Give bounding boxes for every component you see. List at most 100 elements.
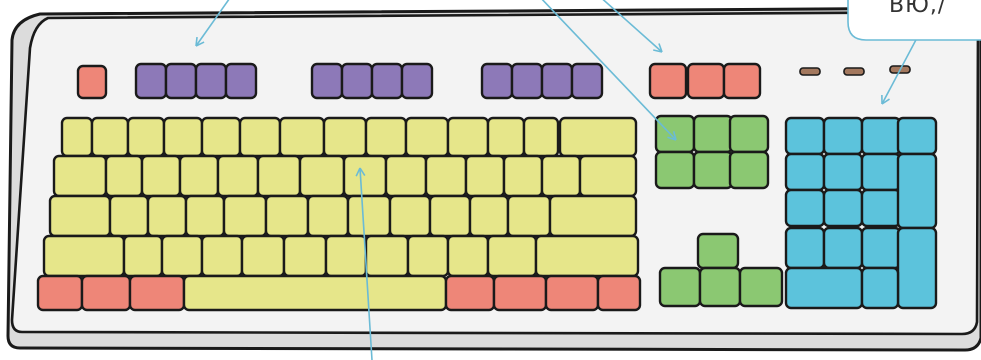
callout-text: ВЮ,/ (889, 0, 946, 18)
arrow-up-key (698, 234, 738, 268)
function-key-group-1-1 (136, 64, 166, 98)
alpha-key-r1-12 (488, 118, 524, 156)
left-alt-key (130, 276, 184, 310)
alpha-key-r1-2 (92, 118, 128, 156)
numpad-key-r1c1 (786, 118, 824, 154)
alpha-key-r2-4 (180, 156, 218, 196)
edit-key-4 (656, 152, 694, 188)
left-win-key (82, 276, 130, 310)
alpha-key-r1-7 (280, 118, 324, 156)
alpha-key-r3-3 (148, 196, 186, 236)
arrow-right-key (740, 268, 782, 306)
alpha-key-r4-5 (242, 236, 284, 276)
numpad-key-r1c2 (824, 118, 862, 154)
alpha-key-r2-6 (258, 156, 300, 196)
alpha-key-r3-4 (186, 196, 224, 236)
left-ctrl-key (38, 276, 82, 310)
alpha-key-r4-9 (408, 236, 448, 276)
system-key-3 (724, 64, 760, 98)
alpha-key-r4-12 (536, 236, 638, 276)
right-alt-key (446, 276, 494, 310)
alpha-key-r4-4 (202, 236, 242, 276)
alpha-key-r1-3 (128, 118, 164, 156)
alpha-key-r2-9 (386, 156, 426, 196)
alpha-key-r1-4 (164, 118, 202, 156)
numpad-key-r3c2 (824, 190, 862, 226)
numpad-key-r1c3 (862, 118, 900, 154)
function-key-group-2-2 (342, 64, 372, 98)
function-key-group-3-4 (572, 64, 602, 98)
alpha-key-r4-10 (448, 236, 488, 276)
alpha-key-r3-2 (110, 196, 148, 236)
numpad-key-r3c3 (862, 190, 900, 226)
space-bar-key (184, 276, 446, 310)
alpha-key-r1-11 (448, 118, 488, 156)
alpha-key-r3-1 (50, 196, 110, 236)
alpha-key-r2-11 (466, 156, 504, 196)
numpad-key-r3c1 (786, 190, 824, 226)
alpha-key-r1-6 (240, 118, 280, 156)
alpha-key-r1-8 (324, 118, 366, 156)
numpad-minus-key (898, 118, 936, 154)
function-key-group-3-2 (512, 64, 542, 98)
alpha-key-r2-12 (504, 156, 542, 196)
alpha-key-r4-11 (488, 236, 536, 276)
alpha-key-r2-1 (54, 156, 106, 196)
edit-key-3 (730, 116, 768, 152)
system-key-1 (650, 64, 686, 98)
numpad-zero-key (786, 268, 862, 308)
arrow-down-key (700, 268, 740, 306)
alpha-key-r3-13 (550, 196, 636, 236)
alpha-key-r2-7 (300, 156, 344, 196)
alpha-key-r2-10 (426, 156, 466, 196)
function-key-group-2-1 (312, 64, 342, 98)
right-win-key (494, 276, 546, 310)
alpha-key-r3-6 (266, 196, 308, 236)
alpha-key-r4-3 (162, 236, 202, 276)
menu-key (546, 276, 598, 310)
alpha-key-r2-8 (344, 156, 386, 196)
alpha-key-r2-3 (142, 156, 180, 196)
edit-key-6 (730, 152, 768, 188)
function-key-group-2-4 (402, 64, 432, 98)
alpha-key-r4-8 (366, 236, 408, 276)
indicator-light-1 (800, 68, 820, 75)
alpha-key-r3-11 (470, 196, 508, 236)
right-ctrl-key (598, 276, 640, 310)
numpad-key-r4c2 (824, 228, 862, 268)
function-key-group-1-3 (196, 64, 226, 98)
numpad-key-r2c3 (862, 154, 900, 190)
alpha-key-r4-1 (44, 236, 124, 276)
alpha-key-r3-7 (308, 196, 348, 236)
alpha-key-r1-5 (202, 118, 240, 156)
function-key-group-3-3 (542, 64, 572, 98)
numpad-key-r2c2 (824, 154, 862, 190)
edit-key-2 (694, 116, 732, 152)
system-key-2 (688, 64, 724, 98)
function-key-group-3-1 (482, 64, 512, 98)
alpha-key-r3-10 (430, 196, 470, 236)
numpad-dot-key (862, 268, 898, 308)
function-key-group-2-3 (372, 64, 402, 98)
edit-key-5 (694, 152, 732, 188)
numpad-enter-key (898, 228, 936, 308)
alpha-key-r2-14 (580, 156, 636, 196)
function-key-group-1-2 (166, 64, 196, 98)
alpha-key-r1-9 (366, 118, 406, 156)
alpha-key-r1-10 (406, 118, 448, 156)
numpad-plus-key (898, 154, 936, 228)
alpha-key-r1-14 (560, 118, 636, 156)
alpha-key-r4-6 (284, 236, 326, 276)
alpha-key-r2-13 (542, 156, 580, 196)
alpha-key-r4-7 (326, 236, 366, 276)
arrow-left-key (660, 268, 700, 306)
alpha-key-r1-13 (524, 118, 558, 156)
numpad-key-r4c3 (862, 228, 900, 268)
alpha-key-r3-5 (224, 196, 266, 236)
numpad-key-r2c1 (786, 154, 824, 190)
alpha-key-r1-1 (62, 118, 92, 156)
alpha-key-r4-2 (124, 236, 162, 276)
alpha-key-r3-12 (508, 196, 550, 236)
indicator-light-2 (844, 68, 864, 75)
